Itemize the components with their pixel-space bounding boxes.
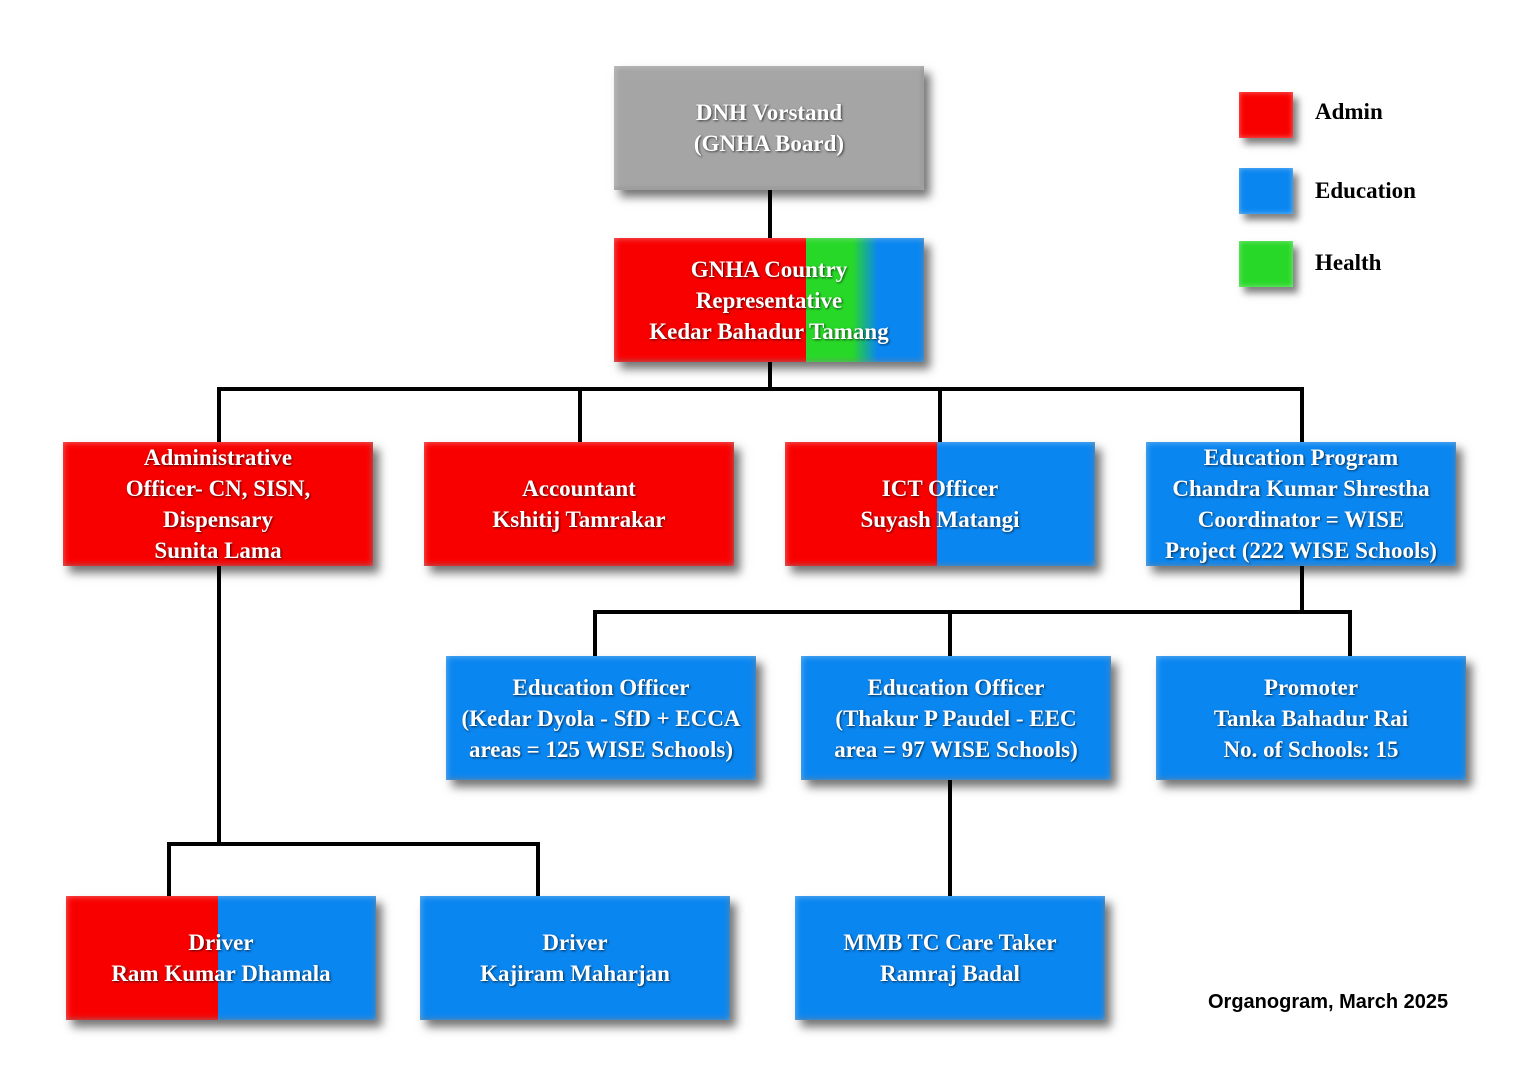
node-line: (Kedar Dyola - SfD + ECCA [461, 705, 741, 731]
node-line: (Thakur P Paudel - EEC [835, 705, 1077, 731]
node-line: Coordinator = WISE [1197, 507, 1405, 532]
node-line: Accountant [522, 476, 636, 501]
node-line: Ramraj Badal [880, 961, 1020, 986]
legend-swatch-admin [1239, 92, 1293, 138]
node-driver-1: Driver Ram Kumar Dhamala [66, 896, 376, 1020]
node-line: Promoter [1263, 674, 1359, 700]
node-line: Kedar Bahadur Tamang [649, 318, 889, 344]
node-line: Sunita Lama [154, 538, 282, 563]
node-line: Dispensary [163, 507, 273, 532]
node-line: Tanka Bahadur Rai [1213, 705, 1409, 731]
node-line: Driver [542, 930, 608, 955]
edge-country-rep-bus [217, 360, 1304, 444]
node-line: MMB TC Care Taker [843, 930, 1057, 955]
node-driver-2: Driver Kajiram Maharjan [420, 896, 730, 1020]
node-line: Administrative [143, 445, 293, 470]
node-line: Chandra Kumar Shrestha [1172, 476, 1430, 501]
legend-label-health: Health [1315, 250, 1382, 275]
node-education-officer-1: Education Officer (Kedar Dyola - SfD + E… [446, 656, 756, 780]
node-line: ICT Officer [881, 476, 999, 501]
node-line: DNH Vorstand [695, 100, 843, 125]
node-line: GNHA Country [690, 256, 848, 282]
node-line: Education Program [1203, 445, 1399, 470]
node-gnha-board: DNH Vorstand (GNHA Board) [614, 66, 924, 190]
organogram-caption: Organogram, March 2025 [1208, 991, 1449, 1013]
legend-label-admin: Admin [1315, 99, 1383, 124]
node-line: Kajiram Maharjan [480, 961, 670, 986]
edge-admin-drivers [167, 564, 540, 898]
legend-swatch-health [1239, 241, 1293, 287]
node-line: area = 97 WISE Schools) [834, 736, 1078, 762]
node-education-officer-2: Education Officer (Thakur P Paudel - EEC… [801, 656, 1111, 780]
node-ict-officer: ICT Officer Suyash Matangi [785, 442, 1095, 566]
node-caretaker: MMB TC Care Taker Ramraj Badal [795, 896, 1105, 1020]
node-line: Representative [695, 287, 843, 313]
node-line: (GNHA Board) [693, 131, 845, 156]
node-education-program: Education Program Chandra Kumar Shrestha… [1146, 442, 1456, 566]
node-line: Suyash Matangi [860, 507, 1020, 532]
legend-swatch-education [1239, 168, 1293, 214]
node-line: Education Officer [867, 674, 1045, 700]
edge-edu-program-bus [593, 564, 1352, 658]
node-promoter: Promoter Tanka Bahadur Rai No. of School… [1156, 656, 1466, 780]
node-line: Officer- CN, SISN, [125, 476, 311, 501]
node-line: Ram Kumar Dhamala [111, 961, 331, 986]
node-line: Kshitij Tamrakar [492, 507, 666, 532]
node-administrative-officer: Administrative Officer- CN, SISN, Dispen… [63, 442, 373, 566]
node-line: Project (222 WISE Schools) [1165, 538, 1437, 563]
node-accountant: Accountant Kshitij Tamrakar [424, 442, 734, 566]
node-line: No. of Schools: 15 [1223, 736, 1399, 762]
node-line: Education Officer [512, 674, 690, 700]
node-line: Driver [188, 930, 254, 955]
node-country-representative: GNHA Country Representative Kedar Bahadu… [614, 238, 924, 362]
legend-label-education: Education [1315, 178, 1416, 203]
node-line: areas = 125 WISE Schools) [468, 736, 734, 762]
